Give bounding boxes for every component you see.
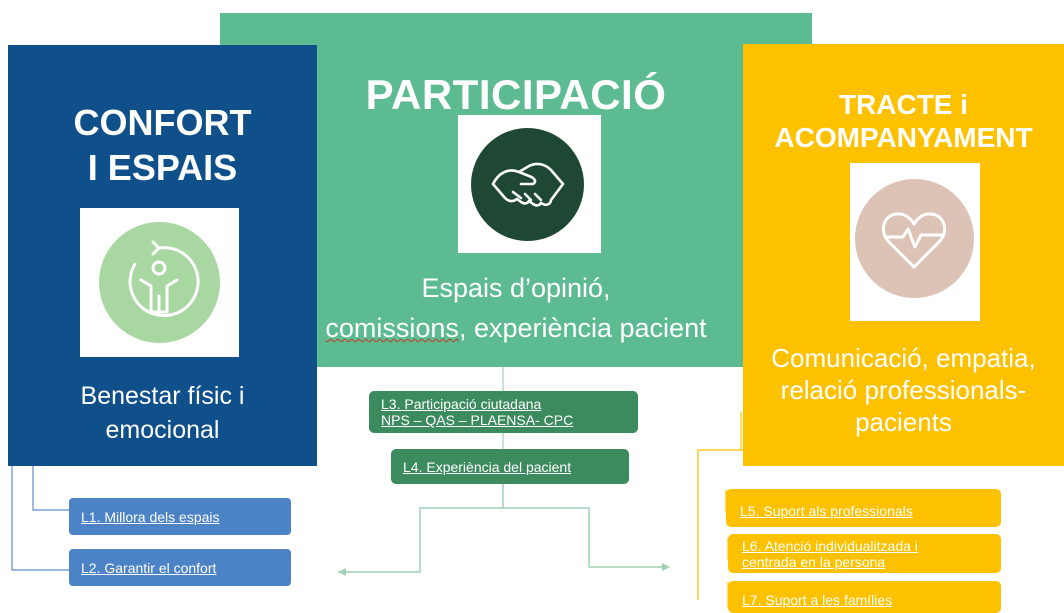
- participacio-desc-rest: , experiència pacient: [458, 313, 707, 343]
- tracte-panel: TRACTE i ACOMPANYAMENT Comunicació, empa…: [743, 44, 1064, 466]
- l7-label: L7. Suport a les famílies: [742, 592, 893, 608]
- participacio-desc-line1: Espais d’opinió,: [421, 273, 611, 303]
- arrowhead-right: [662, 563, 670, 571]
- tracte-description: Comunicació, empatia, relació profession…: [743, 342, 1064, 438]
- participacio-icon-box: [458, 115, 601, 253]
- l4-item[interactable]: L4. Experiència del pacient: [391, 449, 629, 484]
- connector-left-arrow: [338, 484, 504, 573]
- participacio-title: PARTICIPACIÓ: [365, 71, 667, 118]
- confort-icon-box: [80, 208, 239, 357]
- heart-pulse-icon: [855, 179, 974, 298]
- person-refresh-icon: [99, 222, 220, 343]
- confort-description: Benestar físic i emocional: [8, 379, 317, 447]
- tracte-desc-line2: relació professionals-: [780, 375, 1027, 405]
- l6-label-line2: centrada en la persona: [742, 554, 886, 570]
- confort-title-line2: I ESPAIS: [87, 147, 238, 188]
- l3-label-line2: NPS – QAS – PLAENSA- CPC: [381, 412, 574, 428]
- l2-label: L2. Garantir el confort: [81, 559, 217, 576]
- l2-item[interactable]: L2. Garantir el confort: [69, 549, 291, 586]
- l5-item[interactable]: L5. Suport als professionals: [726, 489, 1001, 527]
- tracte-desc-line3: pacients: [855, 407, 952, 437]
- confort-desc-line1: Benestar físic i: [80, 382, 245, 410]
- l4-label: L4. Experiència del pacient: [403, 458, 572, 475]
- connector-l1: [32, 466, 69, 511]
- participacio-desc-line2: comissions, experiència pacient: [220, 308, 812, 348]
- tracte-icon-box: [850, 163, 980, 321]
- participacio-panel: PARTICIPACIÓ Espais d’opinió, comissions…: [220, 13, 812, 367]
- l3-item[interactable]: L3. Participació ciutadana NPS – QAS – P…: [369, 391, 638, 433]
- l1-item[interactable]: L1. Millora dels espais: [69, 498, 291, 535]
- connector-l2: [11, 466, 69, 571]
- tracte-title: TRACTE i ACOMPANYAMENT: [743, 88, 1064, 154]
- participacio-description: Espais d’opinió, comissions, experiència…: [220, 268, 812, 348]
- confort-desc-line2: emocional: [105, 416, 220, 444]
- l6-label-line1: L6. Atenció individualitzada i: [742, 538, 918, 554]
- connector-right-arrow: [503, 507, 668, 568]
- confort-title-line1: CONFORT: [73, 102, 252, 143]
- l3-label-line1: L3. Participació ciutadana: [381, 396, 542, 412]
- connector-right-trunk: [697, 449, 743, 600]
- l7-item[interactable]: L7. Suport a les famílies: [728, 581, 1001, 613]
- confort-panel: CONFORT I ESPAIS Benestar físic i emocio…: [8, 45, 317, 466]
- handshake-icon: [471, 128, 584, 241]
- tracte-title-line1: TRACTE i: [838, 89, 969, 120]
- l5-label: L5. Suport als professionals: [740, 503, 913, 519]
- participacio-desc-word: comissions: [325, 313, 459, 343]
- confort-title: CONFORT I ESPAIS: [8, 100, 317, 190]
- arrowhead-left: [338, 568, 346, 576]
- tracte-title-line2: ACOMPANYAMENT: [774, 122, 1033, 153]
- tracte-desc-line1: Comunicació, empatia,: [771, 343, 1036, 373]
- l1-label: L1. Millora dels espais: [81, 508, 220, 525]
- l6-item[interactable]: L6. Atenció individualitzada i centrada …: [728, 534, 1001, 573]
